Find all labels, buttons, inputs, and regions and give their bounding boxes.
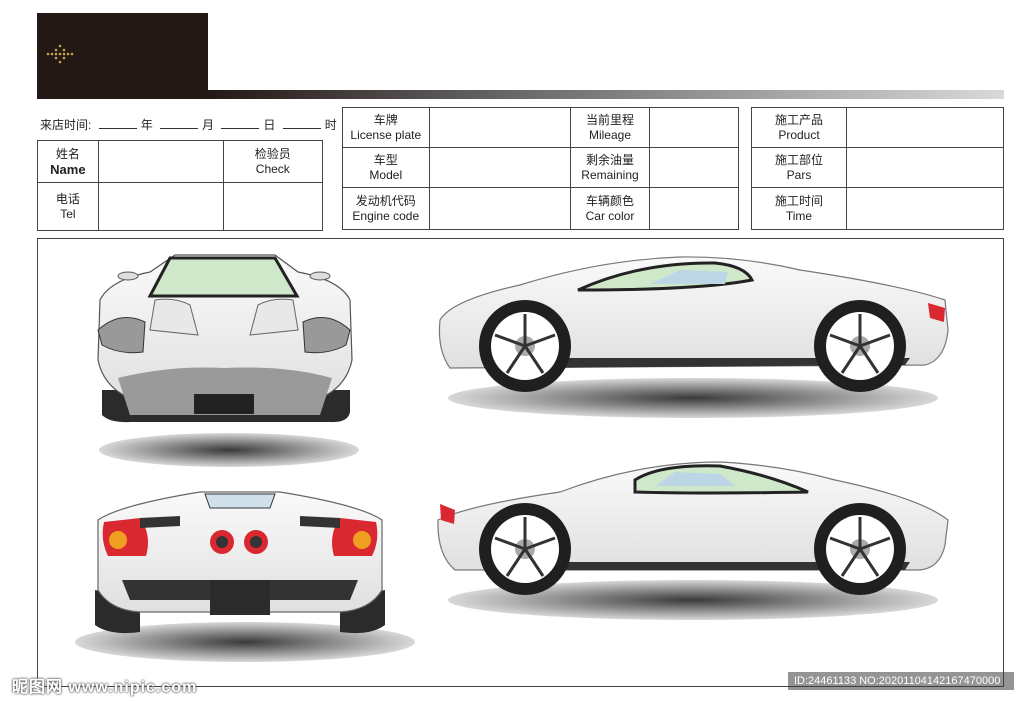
color-field[interactable] <box>648 187 740 230</box>
arrival-time-label: 来店时间: <box>40 118 92 132</box>
watermark-id: ID:24461133 NO:20201104142167470000 <box>788 672 1014 690</box>
dotted-arrow-icon <box>46 44 74 64</box>
side-view-right[interactable] <box>438 256 949 418</box>
month-field[interactable] <box>160 118 199 129</box>
product-field[interactable] <box>846 107 1004 148</box>
car-diagram-frame <box>37 238 1004 687</box>
engine-field[interactable] <box>428 187 572 230</box>
check-field[interactable] <box>222 182 324 231</box>
rear-view[interactable] <box>75 491 415 662</box>
year-label: 年 <box>140 118 153 132</box>
year-field[interactable] <box>98 118 137 129</box>
time-field[interactable] <box>846 187 1004 230</box>
header-logo-block <box>37 13 208 99</box>
arrival-time-line: 来店时间: 年 月 日 时 <box>40 116 337 133</box>
day-field[interactable] <box>221 118 260 129</box>
front-view[interactable] <box>97 254 359 467</box>
mileage-field[interactable] <box>648 107 740 148</box>
hour-label: 时 <box>324 118 337 132</box>
hour-field[interactable] <box>282 118 321 129</box>
tel-field[interactable] <box>97 182 224 231</box>
day-label: 日 <box>263 118 276 132</box>
month-label: 月 <box>202 118 215 132</box>
side-view-left[interactable] <box>437 461 949 620</box>
watermark-site: 昵图网 www.nipic.com <box>12 679 198 696</box>
header-gradient-bar <box>208 90 1004 99</box>
